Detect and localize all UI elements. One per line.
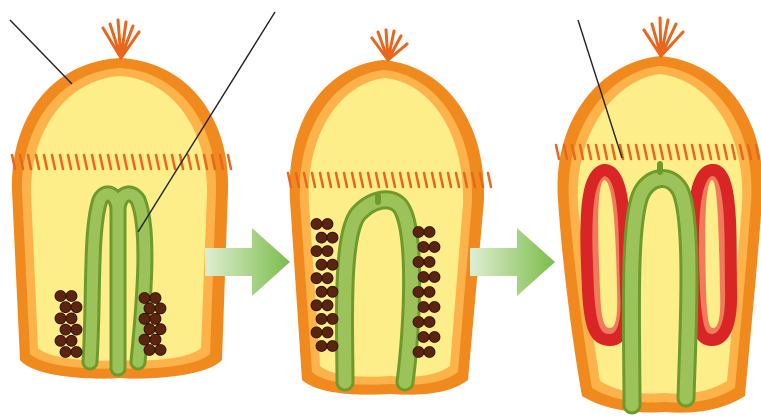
stage-late-larva	[556, 18, 761, 413]
mesoderm-cell	[311, 327, 322, 338]
mesoderm-cell	[322, 327, 333, 338]
apical-tuft	[644, 18, 683, 56]
mesoderm-cell	[311, 273, 322, 284]
mesoderm-cell	[55, 335, 66, 346]
apical-tuft	[103, 20, 139, 58]
mesoderm-cell	[424, 257, 435, 268]
mesoderm-cell	[418, 302, 429, 313]
arrow-2	[470, 228, 555, 296]
mesoderm-cell	[60, 347, 71, 358]
mesoderm-cell	[322, 246, 333, 257]
mesoderm-cell	[429, 272, 440, 283]
mesoderm-cell	[424, 287, 435, 298]
mesoderm-cell	[150, 334, 161, 345]
mesoderm-cell	[316, 259, 327, 270]
mesoderm-cell	[418, 242, 429, 253]
mesoderm-cell	[60, 302, 71, 313]
mesoderm-cell	[55, 313, 66, 324]
mesoderm-cell	[322, 300, 333, 311]
mesoderm-cell	[327, 232, 338, 243]
mesoderm-cell	[424, 347, 435, 358]
mesoderm-cell	[55, 291, 66, 302]
mesoderm-cell	[71, 347, 82, 358]
mesoderm-cell	[311, 219, 322, 230]
mesoderm-cell	[327, 286, 338, 297]
mesoderm-cell	[429, 332, 440, 343]
mesoderm-cell	[155, 345, 166, 356]
mesoderm-cell	[413, 347, 424, 358]
mesoderm-cell	[327, 341, 338, 352]
mesoderm-cell	[413, 287, 424, 298]
mesoderm-cell	[71, 324, 82, 335]
mesoderm-cell	[311, 246, 322, 257]
mesoderm-cell	[71, 302, 82, 313]
cilium	[556, 145, 559, 159]
mesoderm-cell	[322, 219, 333, 230]
apical-tuft	[372, 30, 407, 60]
mesoderm-cell	[316, 232, 327, 243]
mesoderm-cell	[429, 302, 440, 313]
mesoderm-cell	[155, 303, 166, 314]
leader-line-ectoderm	[10, 20, 72, 84]
mesoderm-cell	[139, 334, 150, 345]
mesoderm-cell	[424, 227, 435, 238]
mesoderm-cell	[316, 313, 327, 324]
cilium	[228, 155, 231, 169]
mesoderm-cell	[429, 242, 440, 253]
mesoderm-cell	[311, 300, 322, 311]
mesoderm-cell	[413, 317, 424, 328]
mesoderm-cell	[413, 257, 424, 268]
mesoderm-cell	[327, 313, 338, 324]
mesoderm-cell	[66, 335, 77, 346]
mesoderm-cell	[424, 317, 435, 328]
stage-early-larva	[12, 20, 231, 379]
mesoderm-cell	[144, 345, 155, 356]
stage-mid-larva	[288, 30, 491, 395]
mesoderm-cell	[316, 286, 327, 297]
mesoderm-cell	[327, 259, 338, 270]
mesoderm-cell	[316, 341, 327, 352]
mesoderm-cell	[413, 227, 424, 238]
mesoderm-cell	[144, 303, 155, 314]
mesoderm-cell	[66, 291, 77, 302]
mesoderm-cell	[139, 293, 150, 304]
mesoderm-cell	[60, 324, 71, 335]
mesoderm-cell	[322, 273, 333, 284]
mesoderm-cell	[66, 313, 77, 324]
mesoderm-cell	[155, 324, 166, 335]
mesoderm-cell	[418, 272, 429, 283]
mesoderm-cell	[144, 324, 155, 335]
mesoderm-cell	[150, 313, 161, 324]
mesoderm-cell	[150, 293, 161, 304]
mesoderm-cell	[418, 332, 429, 343]
mesoderm-cell	[139, 313, 150, 324]
cilium	[488, 173, 491, 187]
